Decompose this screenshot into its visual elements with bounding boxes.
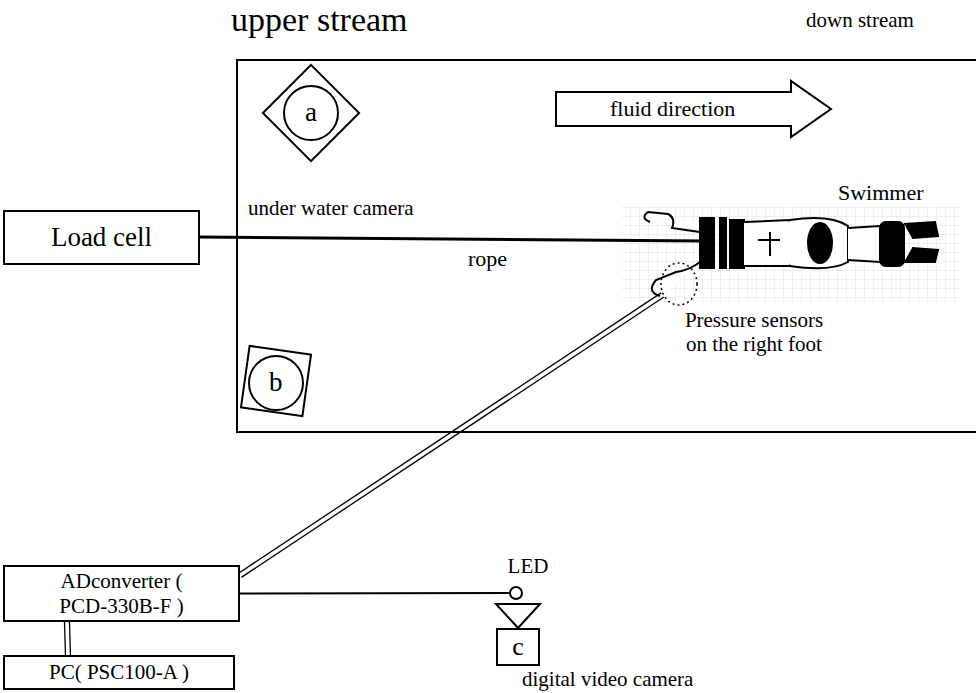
caption-text: digital video camera bbox=[522, 667, 693, 691]
node-outline bbox=[509, 586, 523, 600]
node-text: PC( PSC100-A ) bbox=[49, 660, 189, 684]
part-label: Swimmer bbox=[838, 180, 924, 205]
camera-lens bbox=[496, 604, 540, 628]
pc-box: PC( PSC100-A ) bbox=[3, 655, 235, 690]
signal-cable bbox=[239, 293, 664, 577]
node-text: a bbox=[305, 97, 317, 128]
camera-housing: a bbox=[263, 65, 359, 161]
camera-housing: b bbox=[239, 344, 313, 422]
node-text: b bbox=[269, 367, 283, 398]
signal-cable bbox=[64, 622, 70, 655]
sensor-marker: Pressure sensors on the right foot bbox=[660, 262, 698, 306]
caption-text: under water camera bbox=[248, 196, 414, 220]
heading-text: down stream bbox=[806, 8, 914, 32]
node-text: c bbox=[512, 632, 524, 662]
swimmer-figure bbox=[644, 212, 938, 296]
node-text: LED bbox=[503, 554, 553, 578]
grid-background bbox=[622, 206, 960, 302]
node-text: Load cell bbox=[51, 222, 152, 253]
led-lamp: LED bbox=[509, 586, 523, 600]
node-text: ADconverter ( PCD-330B-F ) bbox=[52, 569, 192, 617]
flow-arrow: fluid direction bbox=[555, 80, 833, 138]
flume-outline bbox=[237, 60, 976, 432]
part-label: rope bbox=[468, 246, 507, 271]
converter-box: ADconverter ( PCD-330B-F ) bbox=[3, 565, 240, 622]
rope-line bbox=[200, 237, 705, 241]
camera-body: c bbox=[496, 628, 540, 666]
node-text: Pressure sensors on the right foot bbox=[674, 308, 834, 356]
heading-text: upper stream bbox=[231, 0, 408, 39]
load-cell-box: Load cell bbox=[3, 210, 200, 265]
node-text: fluid direction bbox=[610, 96, 735, 121]
signal-cable bbox=[240, 593, 509, 594]
node-outline bbox=[660, 262, 698, 306]
